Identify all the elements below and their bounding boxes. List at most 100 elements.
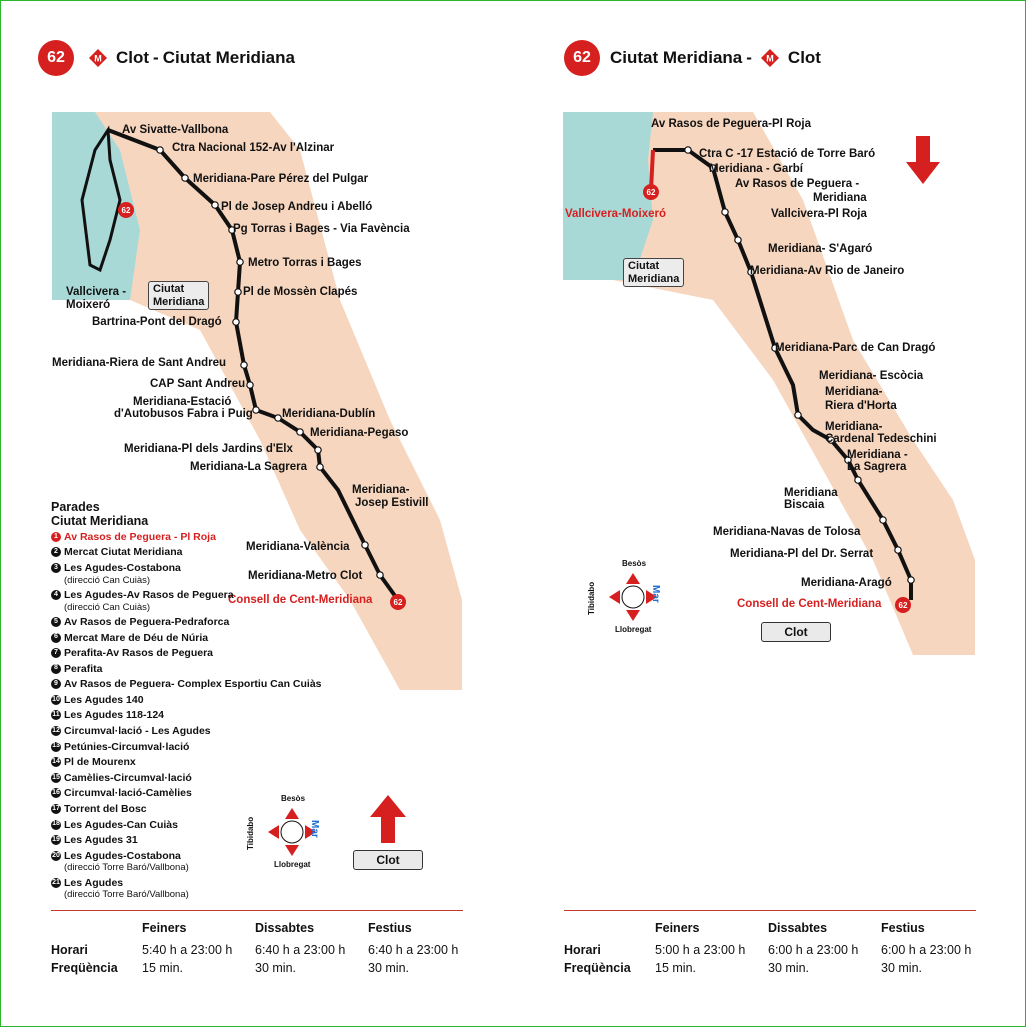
stop-label: Consell de Cent-Meridiana (737, 598, 882, 610)
stop-name: Perafita (64, 662, 103, 675)
stop-dot (721, 208, 729, 216)
stop-name: Les Agudes 118-124 (64, 709, 164, 722)
stop-label: Meridiana-Parc de Can Dragó (775, 342, 936, 354)
stop-label: Meridiana-Aragó (801, 577, 892, 589)
compass-north: Besòs (622, 559, 647, 568)
stop-label: Cardenal Tedeschini (825, 433, 937, 445)
stop-dot (684, 146, 692, 154)
stop-dot (794, 411, 802, 419)
stop-label: Meridiana-Pegaso (310, 427, 409, 439)
stop-name: Les Agudes 140 (64, 693, 144, 706)
compass-south: Llobregat (274, 860, 311, 869)
stop-number-icon: 12 (51, 726, 61, 737)
arrow-down-icon (906, 136, 940, 184)
urban-area (52, 112, 462, 690)
clot-button[interactable]: Clot (353, 850, 423, 870)
stop-name: Torrent del Bosc (64, 803, 147, 816)
stop-label: Meridiana-València (246, 541, 350, 553)
stop-number-icon: 8 (51, 663, 61, 674)
stop-label: Av Rasos de Peguera - (735, 178, 860, 190)
stop-number-icon: 14 (51, 757, 61, 768)
stop-name: Av Rasos de Peguera- Complex Esportiu Ca… (64, 678, 322, 691)
title-origin: Clot (116, 48, 150, 67)
title-destination: Clot (787, 48, 821, 67)
stop-label: Pg Torras i Bages - Via Favència (233, 223, 410, 235)
stop-number-icon: 9 (51, 679, 61, 690)
stop-name: Circumval·lació-Camèlies (64, 787, 192, 800)
stop-number-icon: 1 (51, 531, 61, 542)
svg-text:62: 62 (647, 188, 656, 197)
svg-text:62: 62 (394, 598, 403, 607)
stop-dot (747, 268, 755, 276)
stop-label: Vallcivera-Moixeró (565, 208, 666, 220)
stop-number-icon: 10 (51, 694, 61, 705)
stop-name: Petúnies-Circumval·lació (64, 740, 190, 753)
stop-number-icon: 16 (51, 788, 61, 799)
stop-name: Mercat Ciutat Meridiana (64, 546, 183, 559)
stop-number-icon: 13 (51, 741, 61, 752)
stop-label: Vallcivera - (66, 286, 127, 298)
stop-label: Meridiana-Riera de Sant Andreu (52, 357, 227, 369)
stop-number-icon: 4 (51, 589, 61, 600)
stop-dot (246, 381, 254, 389)
svg-text:62: 62 (899, 601, 908, 610)
water-area (52, 112, 140, 300)
stop-label: Vallcivera-Pl Roja (771, 208, 867, 220)
stop-number-icon: 6 (51, 632, 61, 643)
stop-dot (361, 541, 369, 549)
loop-route-line (80, 125, 122, 273)
stop-dot (854, 476, 862, 484)
svg-text:M: M (766, 54, 774, 64)
stop-number-icon: 3 (51, 562, 61, 573)
compass-east: Mar (650, 585, 661, 603)
stop-label: Biscaia (784, 499, 825, 511)
stop-label: La Sagrera (847, 461, 907, 473)
stop-name: Les Agudes (64, 876, 124, 889)
stop-note: (direcció Can Cuiàs) (64, 574, 151, 586)
arrow-up-icon (370, 795, 406, 843)
stop-dot (234, 288, 242, 296)
svg-text:M: M (94, 54, 102, 64)
stop-dot (274, 414, 282, 422)
compass-icon: Besòs Llobregat Tibidabo Mar (232, 790, 352, 880)
title-separator: - (153, 48, 159, 67)
stop-label: Meridiana-Navas de Tolosa (713, 526, 861, 538)
terminus-badge: 62 (643, 184, 659, 200)
stop-number-icon: 5 (51, 616, 61, 627)
svg-text:62: 62 (122, 206, 131, 215)
terminus-badge: 62 (895, 597, 911, 613)
panel-ciutat-meridiana-to-clot: 62 Ciutat Meridiana - M Clot 62 62 Av Ras… (513, 0, 1026, 1027)
stop-dot (734, 236, 742, 244)
stop-name: Circumval·lació - Les Agudes (64, 725, 211, 738)
route-badge: 62 (38, 40, 74, 76)
branch-route-line (649, 149, 655, 191)
stop-label: Pl de Josep Andreu i Abelló (221, 201, 373, 213)
clot-button[interactable]: Clot (761, 622, 831, 642)
compass-west: Tibidabo (587, 581, 596, 615)
stop-name: Les Agudes-Costabona (64, 561, 181, 574)
stop-note: (direcció Torre Baró/Vallbona) (64, 889, 189, 901)
stop-label: Meridiana-Dublín (282, 408, 376, 420)
stop-name: Les Agudes-Can Cuiàs (64, 818, 178, 831)
stop-name: Av Rasos de Peguera-Pedraforca (64, 615, 230, 628)
stop-label: Meridiana- S'Agaró (768, 243, 873, 255)
stop-label: Meridiana-Estació (133, 396, 232, 408)
compass-south: Llobregat (615, 625, 652, 634)
route-title: 62 M Clot - Ciutat Meridiana (38, 40, 297, 76)
stop-dot (771, 344, 779, 352)
compass-icon: Besòs Llobregat Tibidabo Mar (573, 555, 693, 645)
route-title: 62 Ciutat Meridiana - M Clot (564, 40, 823, 76)
route-badge: 62 (564, 40, 600, 76)
terminus-badge: 62 (118, 202, 134, 218)
stop-note: (direcció Can Cuiàs) (64, 601, 151, 613)
